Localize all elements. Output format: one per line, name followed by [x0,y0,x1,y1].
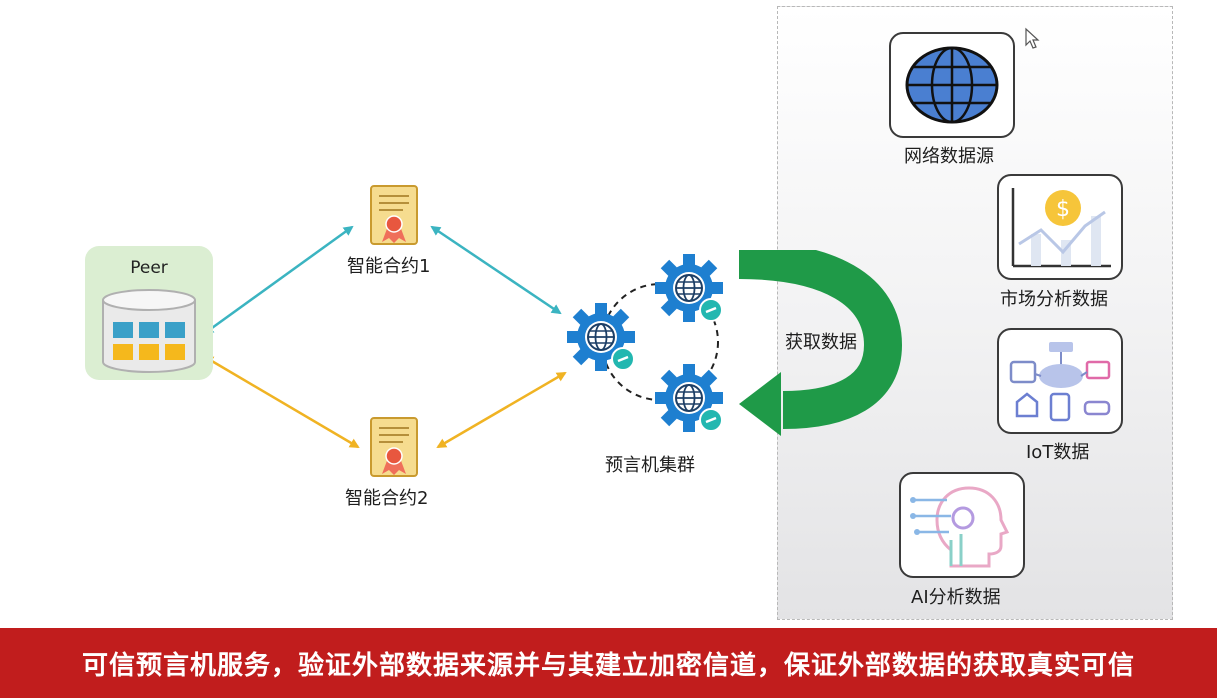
peer-contract1-arrow [203,225,354,335]
ai-source-label: AI分析数据 [911,587,1001,608]
oracle-cluster-label: 预言机集群 [605,455,695,476]
svg-text:$: $ [1056,197,1070,222]
peer-node: Peer [85,246,213,380]
contract-document-icon [370,417,418,477]
web-source-label: 网络数据源 [904,146,994,167]
iot-source-card [997,328,1123,434]
peer-label: Peer [130,258,168,278]
fetch-data-label: 获取数据 [785,332,857,353]
cursor-icon [1025,27,1040,49]
ai-head-icon [910,486,1010,568]
contract1-label: 智能合约1 [347,256,431,277]
market-source-label: 市场分析数据 [1000,289,1108,310]
contract2-oracle-arrow [436,371,567,449]
contract2-label: 智能合约2 [345,488,429,509]
oracle-gear-icon [567,303,635,371]
market-source-card: $ [997,174,1123,280]
ai-source-card [899,472,1025,578]
web-source-card [889,32,1015,138]
contract1-oracle-arrow [430,225,562,315]
market-chart-icon: $ [1011,188,1111,268]
summary-banner: 可信预言机服务，验证外部数据来源并与其建立加密信道，保证外部数据的获取真实可信 [0,628,1217,698]
data-source-panel: 网络数据源 $ 市场分析数据 IoT数据 [777,6,1173,620]
iot-devices-icon [1009,342,1111,422]
contract-document-icon [370,185,418,245]
fetch-data-arrow [738,250,903,436]
globe-icon [905,46,999,124]
oracle-gear-icon [655,254,723,322]
iot-source-label: IoT数据 [1026,442,1090,463]
oracle-gear-icon [655,364,723,432]
peer-contract2-arrow [203,355,360,449]
database-icon [102,289,196,373]
